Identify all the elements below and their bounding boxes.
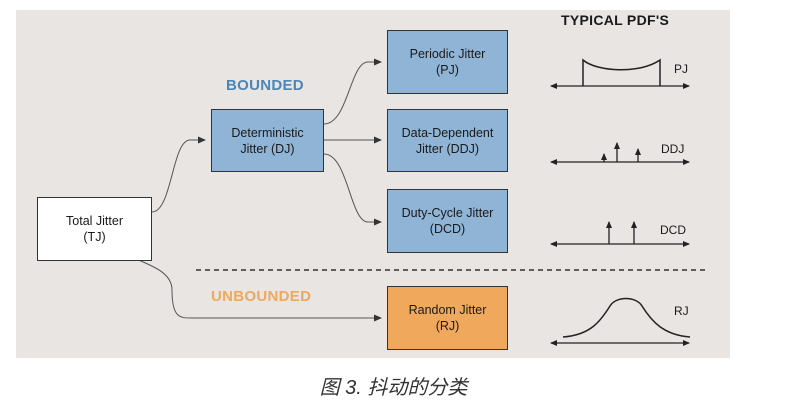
connector-tj-to-dj [151, 136, 206, 213]
pj-pdf-label: PJ [674, 62, 689, 76]
ddj-pdf-plot [550, 142, 690, 165]
random-jitter-line2: (RJ) [435, 319, 460, 333]
connector-dj-to-pj [323, 58, 382, 125]
duty-cycle-jitter-line1: Duty-Cycle Jitter [401, 206, 494, 220]
random-jitter-box: Random Jitter (RJ) [387, 286, 508, 350]
deterministic-jitter-box: Deterministic Jitter (DJ) [211, 109, 324, 172]
pj-pdf-plot [550, 58, 690, 89]
connector-dj-to-dcd [323, 153, 382, 226]
dcd-pdf-plot [550, 221, 690, 247]
duty-cycle-jitter-line2: (DCD) [429, 222, 466, 236]
total-jitter-line1: Total Jitter [66, 214, 123, 228]
duty-cycle-jitter-box: Duty-Cycle Jitter (DCD) [387, 189, 508, 253]
periodic-jitter-line1: Periodic Jitter [409, 47, 486, 61]
data-dependent-jitter-line1: Data-Dependent [401, 125, 494, 140]
total-jitter-box: Total Jitter (TJ) [37, 197, 152, 261]
connector-tj-to-rj [119, 243, 382, 322]
pdf-header: TYPICAL PDF'S [561, 12, 670, 28]
deterministic-jitter-line1: Deterministic [231, 125, 304, 140]
periodic-jitter-line2: (PJ) [436, 63, 459, 77]
rj-pdf-plot [550, 297, 691, 346]
figure-caption: 图 3. 抖动的分类 [319, 377, 468, 399]
deterministic-jitter-line2: Jitter (DJ) [240, 141, 295, 156]
data-dependent-jitter-line2: Jitter (DDJ) [415, 141, 480, 156]
ddj-pdf-label: DDJ [661, 142, 685, 156]
diagram-panel [16, 10, 730, 358]
rj-pdf-label: RJ [674, 304, 689, 318]
total-jitter-line2: (TJ) [83, 230, 106, 244]
random-jitter-line1: Random Jitter [408, 303, 487, 317]
unbounded-label: UNBOUNDED [211, 288, 312, 305]
data-dependent-jitter-box: Data-Dependent Jitter (DDJ) [387, 109, 508, 172]
periodic-jitter-box: Periodic Jitter (PJ) [387, 30, 508, 94]
bounded-label: BOUNDED [226, 77, 304, 94]
dcd-pdf-label: DCD [660, 223, 686, 237]
